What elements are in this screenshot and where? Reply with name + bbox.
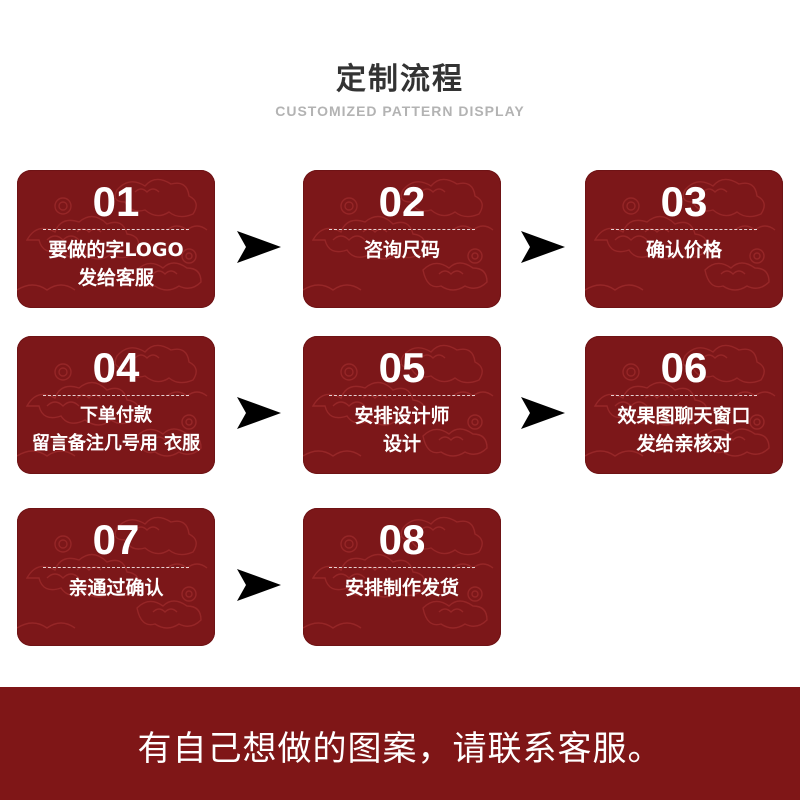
arrow-right-icon (236, 396, 282, 430)
step-card-06: 06 效果图聊天窗口 发给亲核对 (585, 336, 783, 474)
step-divider (329, 395, 475, 396)
step-card-01: 01 要做的字LOGO 发给客服 (17, 170, 215, 308)
page-title: 定制流程 (336, 62, 464, 97)
step-divider (43, 229, 189, 230)
step-text: 安排制作发货 (303, 574, 501, 602)
step-number: 08 (378, 516, 426, 563)
step-divider (43, 395, 189, 396)
step-line-1: 下单付款 (80, 405, 152, 426)
page-subtitle: CUSTOMIZED PATTERN DISPLAY (275, 103, 525, 119)
step-number: 04 (92, 344, 140, 391)
step-card-03: 03 确认价格 (585, 170, 783, 308)
step-text: 亲通过确认 (17, 574, 215, 602)
step-number: 01 (92, 178, 140, 225)
step-card-02: 02 咨询尺码 (303, 170, 501, 308)
step-text: 确认价格 (585, 236, 783, 264)
step-number: 02 (378, 178, 426, 225)
footer-contact-text: 有自己想做的图案，请联系客服。 (137, 729, 663, 769)
step-text: 要做的字LOGO 发给客服 (17, 236, 215, 292)
step-line-2: 发给亲核对 (636, 433, 732, 455)
arrow-right-icon (520, 396, 566, 430)
arrow-right-icon (236, 568, 282, 602)
step-line-1: 安排制作发货 (344, 577, 459, 599)
step-line-2: 留言备注几号用 衣服 (31, 433, 201, 454)
footer-banner: 有自己想做的图案，请联系客服。 (0, 687, 800, 800)
step-card-07: 07 亲通过确认 (17, 508, 215, 646)
step-text: 安排设计师 设计 (303, 402, 501, 458)
step-divider (611, 229, 757, 230)
step-card-04: 04 下单付款 留言备注几号用 衣服 (17, 336, 215, 474)
step-card-05: 05 安排设计师 设计 (303, 336, 501, 474)
step-divider (329, 229, 475, 230)
step-divider (43, 567, 189, 568)
step-line-1: 效果图聊天窗口 (617, 405, 751, 427)
step-text: 下单付款 留言备注几号用 衣服 (17, 402, 215, 458)
step-number: 05 (378, 344, 426, 391)
step-line-1: 要做的字LOGO (48, 239, 184, 261)
arrow-right-icon (236, 230, 282, 264)
step-number: 03 (660, 178, 708, 225)
step-number: 07 (92, 516, 140, 563)
step-line-2: 发给客服 (77, 267, 154, 289)
step-line-1: 安排设计师 (354, 405, 450, 427)
step-line-1: 咨询尺码 (363, 239, 440, 261)
step-text: 效果图聊天窗口 发给亲核对 (585, 402, 783, 458)
step-line-1: 亲通过确认 (68, 577, 164, 599)
step-text: 咨询尺码 (303, 236, 501, 264)
step-number: 06 (660, 344, 708, 391)
step-line-1: 确认价格 (645, 239, 722, 261)
step-card-08: 08 安排制作发货 (303, 508, 501, 646)
arrow-right-icon (520, 230, 566, 264)
step-line-2: 设计 (382, 433, 421, 455)
step-divider (329, 567, 475, 568)
step-divider (611, 395, 757, 396)
